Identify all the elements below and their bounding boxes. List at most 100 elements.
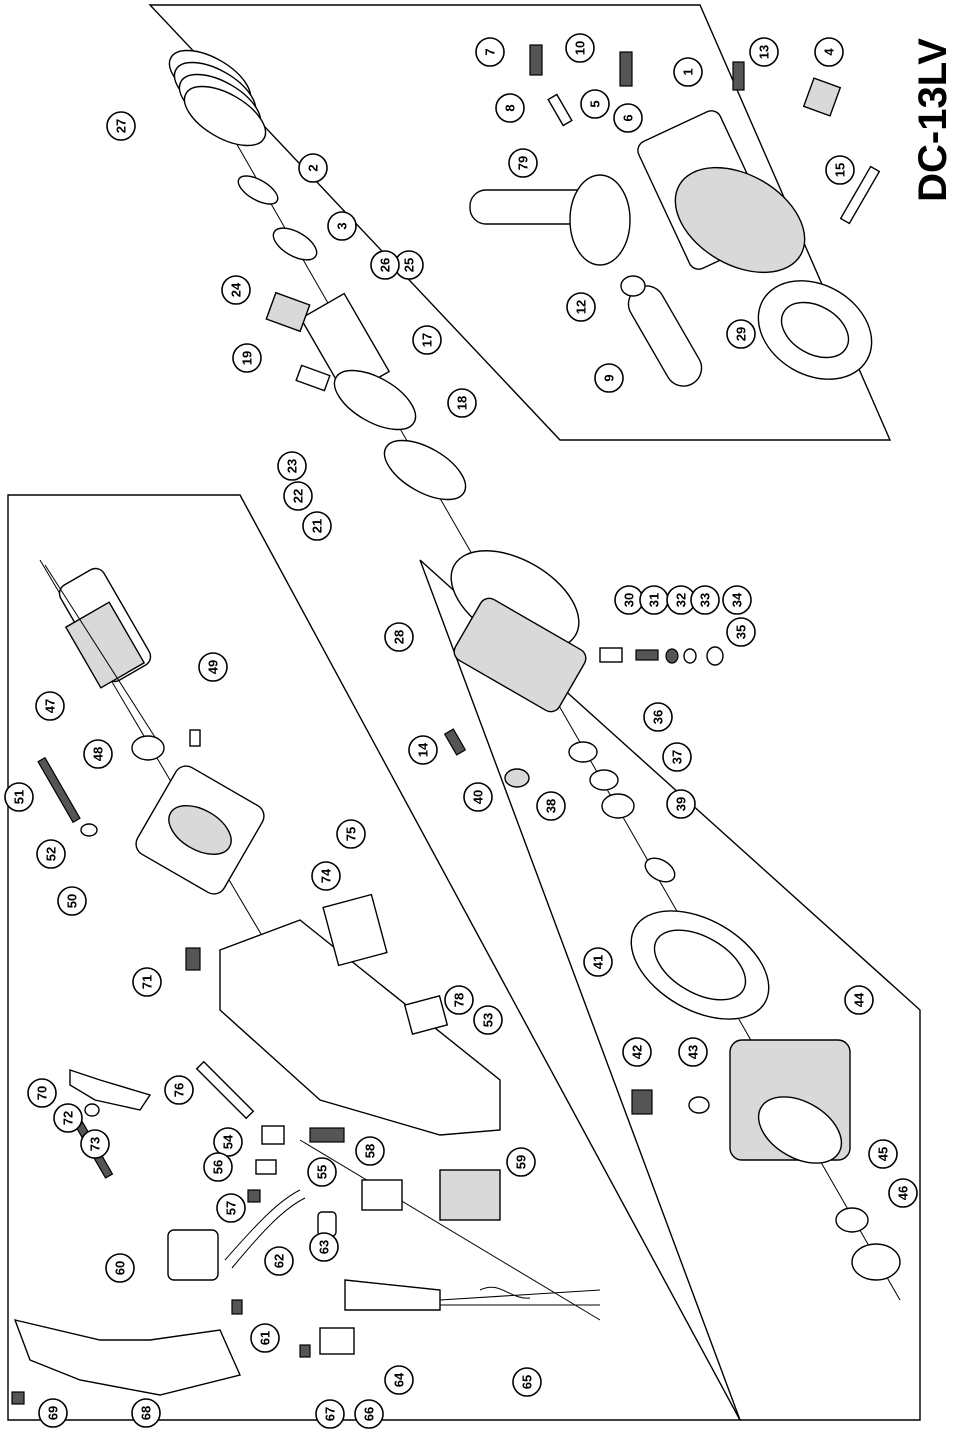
callout-circle (198, 652, 228, 682)
plate-15 (839, 165, 881, 225)
callout-43: 43 (678, 1037, 708, 1067)
callout-71: 71 (132, 967, 162, 997)
bolt-10 (619, 51, 633, 87)
callout-number: 51 (12, 790, 27, 804)
callout-circle (216, 1193, 246, 1223)
callout-circle (613, 103, 643, 133)
callout-circle (536, 791, 566, 821)
callout-75: 75 (336, 819, 366, 849)
callout-number: 9 (602, 374, 617, 381)
callout-number: 57 (224, 1201, 239, 1215)
callout-14: 14 (408, 735, 438, 765)
key-4 (802, 77, 842, 117)
callout-65: 65 (512, 1367, 542, 1397)
callout-circle (722, 585, 752, 615)
bearing-48 (131, 735, 165, 761)
bracket-70 (69, 1069, 152, 1111)
callout-circle (27, 1078, 57, 1108)
callout-6: 6 (613, 103, 643, 133)
callout-number: 38 (544, 799, 559, 813)
callout-circle (384, 622, 414, 652)
callout-number: 19 (240, 351, 255, 365)
callout-circle (298, 153, 328, 183)
callout-number: 48 (91, 747, 106, 761)
nameplate-74 (322, 893, 388, 967)
gasket-29 (757, 280, 873, 380)
sleeve-63 (317, 1211, 337, 1237)
bearing-46 (851, 1243, 901, 1281)
callout-circle (566, 292, 596, 322)
callout-number: 41 (591, 955, 606, 969)
clamp-66 (319, 1327, 355, 1355)
callout-number: 45 (876, 1147, 891, 1161)
callout-64: 64 (384, 1365, 414, 1395)
callout-number: 65 (520, 1375, 535, 1389)
cord-65 (439, 1286, 601, 1306)
pin-19 (295, 364, 331, 392)
model-title-text: DC-13LV (911, 38, 955, 202)
switch-60 (167, 1229, 219, 1281)
callout-number: 49 (206, 660, 221, 674)
callout-circle (106, 111, 136, 141)
armature-47 (44, 564, 161, 746)
washer-43 (688, 1096, 710, 1114)
callout-number: 79 (516, 156, 531, 170)
callout-number: 68 (139, 1406, 154, 1420)
callout-number: 7 (483, 48, 498, 55)
pin-49 (189, 729, 201, 747)
callout-circle (512, 1367, 542, 1397)
callout-number: 2 (306, 164, 321, 171)
callout-46: 46 (888, 1178, 918, 1208)
right-section-frame (419, 559, 921, 1421)
callout-number: 75 (344, 827, 359, 841)
callout-number: 13 (757, 45, 772, 59)
callout-circle (355, 1136, 385, 1166)
bolt-42 (631, 1089, 653, 1115)
callout-circle (311, 861, 341, 891)
callout-30: 30 (614, 585, 644, 615)
screw-14 (443, 728, 467, 756)
cap-56 (255, 1159, 277, 1175)
callout-49: 49 (198, 652, 228, 682)
callout-number: 37 (670, 750, 685, 764)
callout-circle (307, 1157, 337, 1187)
callout-circle (868, 1139, 898, 1169)
callout-18: 18 (447, 388, 477, 418)
plate-76 (195, 1060, 255, 1120)
callout-number: 40 (471, 790, 486, 804)
stator-50 (135, 765, 265, 895)
callout-number: 5 (588, 100, 603, 107)
callout-circle (53, 1103, 83, 1133)
callout-number: 39 (674, 797, 689, 811)
callout-57: 57 (216, 1193, 246, 1223)
callout-circle (232, 343, 262, 373)
callout-1: 1 (673, 57, 703, 87)
brush-holder-54 (261, 1125, 285, 1145)
callout-number: 21 (310, 519, 325, 533)
callout-24: 24 (221, 275, 251, 305)
upper-section-frame (148, 4, 892, 441)
callout-number: 27 (114, 119, 129, 133)
callout-33: 33 (690, 585, 720, 615)
callout-number: 1 (681, 68, 696, 75)
callout-73: 73 (80, 1129, 110, 1159)
callout-number: 78 (452, 993, 467, 1007)
callout-number: 18 (455, 396, 470, 410)
callout-circle (35, 691, 65, 721)
callout-circle (264, 1246, 294, 1276)
callout-circle (726, 319, 756, 349)
callout-number: 35 (734, 625, 749, 639)
callout-25: 25 (394, 250, 424, 280)
handle-68 (13, 1319, 241, 1396)
callout-circle (495, 93, 525, 123)
callout-number: 17 (420, 333, 435, 347)
callout-40: 40 (463, 782, 493, 812)
callout-27: 27 (106, 111, 136, 141)
callout-circle (412, 325, 442, 355)
callout-66: 66 (354, 1399, 384, 1429)
filter-59 (439, 1169, 501, 1221)
callout-62: 62 (264, 1246, 294, 1276)
callout-circle (666, 789, 696, 819)
callout-number: 12 (574, 300, 589, 314)
callout-76: 76 (164, 1075, 194, 1105)
